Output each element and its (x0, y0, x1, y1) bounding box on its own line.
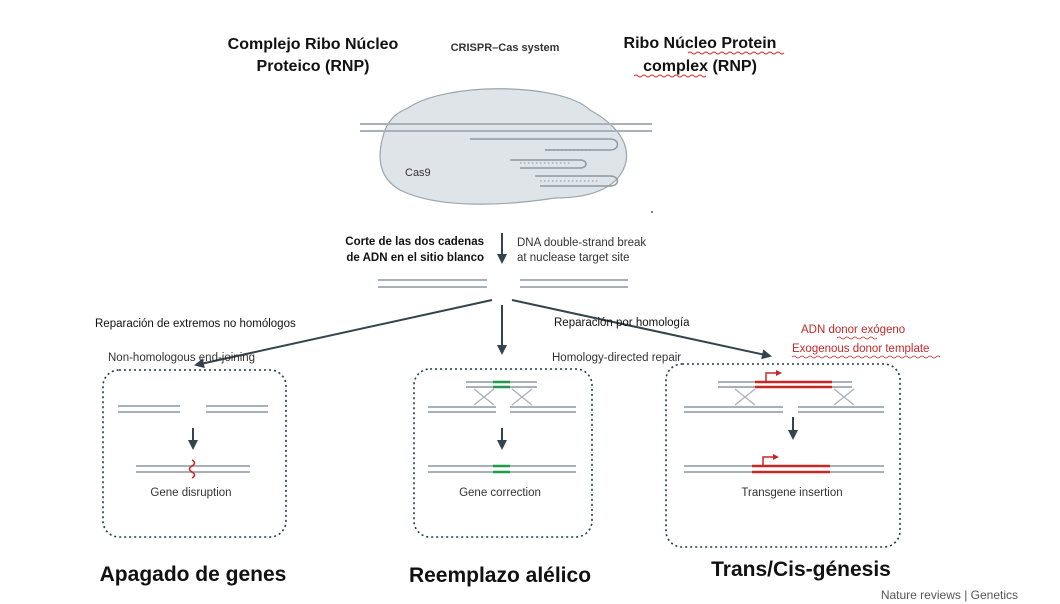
hdr-insertion-box: Transgene insertion (665, 363, 901, 548)
rnp-label-es-line1: Complejo Ribo Núcleo (228, 36, 399, 53)
cut-label-es-line2: de ADN en el sitio blanco (346, 252, 484, 264)
nhej-outcome-box: Gene disruption (102, 369, 287, 538)
cas9-protein (379, 88, 628, 205)
nhej-label-es: Reparación de extremos no homólogos (95, 318, 296, 330)
system-title: CRISPR–Cas system (451, 42, 560, 54)
nhej-label-en: Non-homologous end-joining (108, 352, 255, 364)
gene-correction-label: Gene correction (459, 487, 541, 499)
transgene-insertion-label: Transgene insertion (741, 487, 842, 499)
broken-dna (378, 279, 628, 288)
promoter-arrow-icon (762, 456, 775, 465)
cas9-label: Cas9 (405, 167, 431, 179)
source-credit: Nature reviews | Genetics (881, 588, 1018, 602)
donor-label-en: Exogenous donor template (792, 343, 929, 355)
caption-trans-cis-genesis: Trans/Cis-génesis (711, 558, 891, 581)
rnp-label-es-line2: Proteico (RNP) (257, 58, 370, 75)
spellcheck-squiggle (836, 336, 878, 340)
cut-label-en-line1: DNA double-strand break (517, 237, 646, 249)
rnp-label-en-line1: Ribo Núcleo Protein (624, 35, 777, 52)
hdr-label-es: Reparación por homología (554, 317, 690, 329)
hdr-right-arrow (511, 299, 772, 360)
nhej-arrow (194, 299, 493, 369)
hdr-label-en: Homology-directed repair (552, 352, 681, 364)
gene-disruption-label: Gene disruption (150, 487, 231, 499)
cas9-complex: Cas9 (360, 88, 652, 205)
hdr-correction-box: Gene correction (413, 368, 593, 538)
promoter-arrow-icon (765, 372, 778, 381)
spellcheck-squiggle (633, 74, 707, 78)
rnp-label-en-line2: complex (RNP) (643, 58, 757, 75)
cut-label-es-line1: Corte de las dos cadenas (345, 236, 484, 248)
spellcheck-squiggle (791, 355, 941, 359)
indel-mutation-mark (188, 459, 196, 479)
donor-label-es: ADN donor exógeno (801, 324, 905, 336)
cut-label-en-line2: at nuclease target site (517, 252, 630, 264)
caption-gene-knockout: Apagado de genes (100, 563, 287, 586)
caption-allelic-replacement: Reemplazo alélico (409, 564, 591, 587)
spellcheck-squiggle (687, 51, 785, 55)
